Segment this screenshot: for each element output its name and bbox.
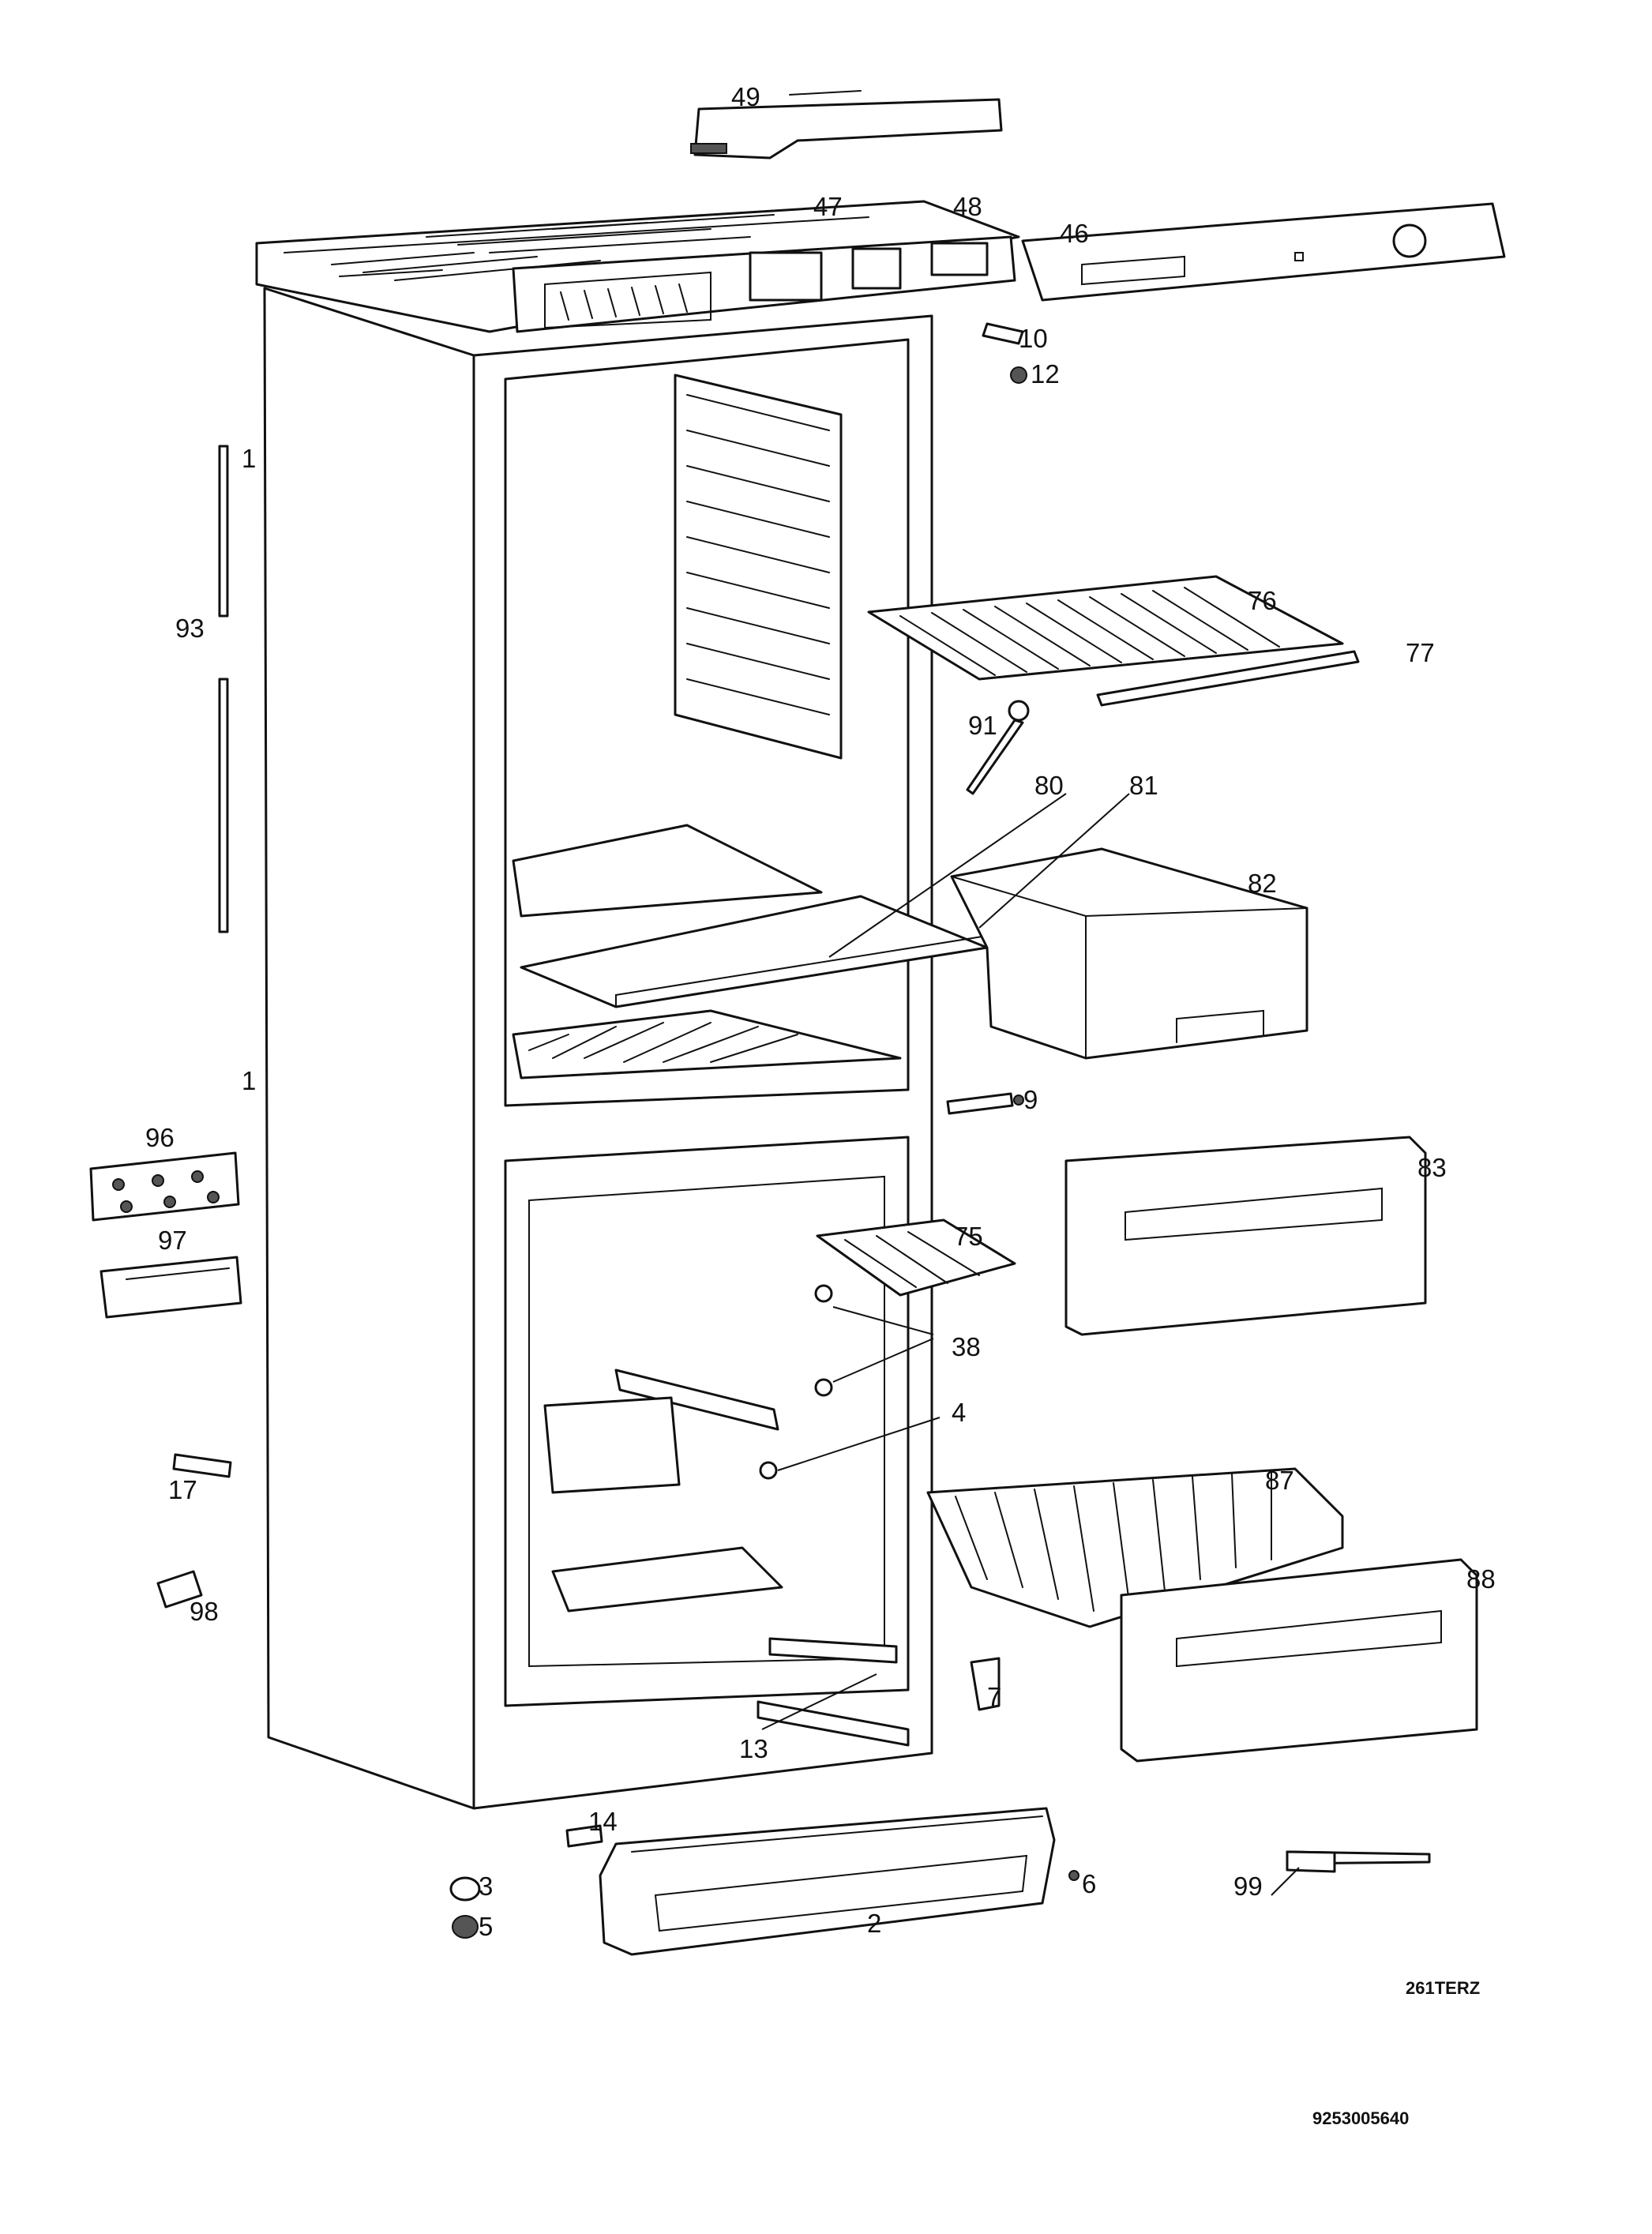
screw-38-upper bbox=[814, 1284, 833, 1303]
top-vent-slots bbox=[331, 214, 775, 281]
label-3: 3 bbox=[479, 1872, 493, 1901]
part-98 bbox=[156, 1570, 203, 1609]
wire-basket-part bbox=[926, 1467, 1344, 1628]
label-12: 12 bbox=[1031, 359, 1060, 389]
lower-compartment-rails bbox=[543, 1369, 783, 1613]
label-2: 2 bbox=[867, 1909, 881, 1938]
label-6: 6 bbox=[1082, 1869, 1096, 1898]
shelf-trim-part bbox=[1096, 650, 1360, 707]
screw-38-lower bbox=[814, 1378, 833, 1397]
label-7: 7 bbox=[987, 1682, 1001, 1711]
label-96: 96 bbox=[145, 1123, 175, 1152]
label-97: 97 bbox=[158, 1226, 187, 1255]
label-81: 81 bbox=[1129, 771, 1158, 800]
bracket-96-part bbox=[89, 1151, 240, 1222]
crisper-drawer-part bbox=[950, 847, 1308, 1060]
part-17 bbox=[172, 1453, 232, 1478]
bracket-7-part bbox=[970, 1657, 1001, 1711]
label-98: 98 bbox=[190, 1597, 219, 1626]
screw-4 bbox=[759, 1461, 778, 1480]
label-82: 82 bbox=[1248, 869, 1277, 898]
control-housing-part bbox=[512, 235, 1016, 333]
part-99 bbox=[1286, 1850, 1431, 1873]
label-88: 88 bbox=[1466, 1564, 1496, 1594]
ice-tray-part bbox=[816, 1218, 1016, 1297]
clip-part bbox=[966, 700, 1030, 795]
label-76: 76 bbox=[1248, 586, 1277, 615]
screw-6 bbox=[1068, 1870, 1079, 1881]
freezer-flap-part bbox=[1064, 1136, 1427, 1336]
part-labels: 49 47 48 46 10 12 1 93 76 77 91 80 81 82… bbox=[145, 82, 1496, 1941]
drawer-front-part bbox=[1120, 1558, 1478, 1763]
label-48: 48 bbox=[953, 192, 982, 221]
foot-5 bbox=[452, 1915, 479, 1939]
label-17: 17 bbox=[168, 1475, 197, 1504]
label-1-lower: 1 bbox=[242, 1066, 256, 1095]
plinth-part bbox=[599, 1807, 1056, 1956]
label-80: 80 bbox=[1034, 771, 1064, 800]
top-cover-part bbox=[690, 90, 1003, 160]
label-13: 13 bbox=[739, 1734, 768, 1763]
label-93: 93 bbox=[175, 614, 205, 643]
gasket-rod-part bbox=[218, 445, 229, 933]
hinge-97-part bbox=[99, 1256, 242, 1319]
label-83: 83 bbox=[1417, 1153, 1447, 1182]
leader-lines bbox=[761, 793, 1300, 1896]
label-10: 10 bbox=[1019, 324, 1048, 353]
middle-hinge-part bbox=[946, 1092, 1024, 1115]
label-49: 49 bbox=[731, 82, 760, 111]
evaporator-fins bbox=[674, 374, 843, 760]
foot-3 bbox=[449, 1876, 481, 1902]
label-99: 99 bbox=[1233, 1872, 1263, 1901]
label-46: 46 bbox=[1060, 219, 1089, 248]
label-75: 75 bbox=[954, 1222, 983, 1251]
label-14: 14 bbox=[588, 1807, 618, 1836]
label-5: 5 bbox=[479, 1912, 493, 1941]
label-9: 9 bbox=[1023, 1085, 1038, 1114]
label-4: 4 bbox=[952, 1398, 966, 1427]
diagram-code: 261TERZ bbox=[1406, 1978, 1480, 1998]
hinge-bracket-part bbox=[982, 322, 1024, 345]
control-panel-part bbox=[1021, 202, 1506, 302]
label-77: 77 bbox=[1406, 638, 1435, 667]
label-91: 91 bbox=[968, 711, 997, 740]
part-14 bbox=[565, 1824, 603, 1848]
label-47: 47 bbox=[813, 192, 843, 221]
label-1-upper: 1 bbox=[242, 444, 256, 473]
document-number: 9253005640 bbox=[1312, 2108, 1409, 2128]
label-38: 38 bbox=[952, 1332, 981, 1361]
wire-shelf-part bbox=[867, 575, 1344, 681]
screw-part bbox=[1010, 366, 1027, 384]
upper-compartment-floor bbox=[512, 824, 902, 1079]
label-87: 87 bbox=[1265, 1466, 1294, 1495]
